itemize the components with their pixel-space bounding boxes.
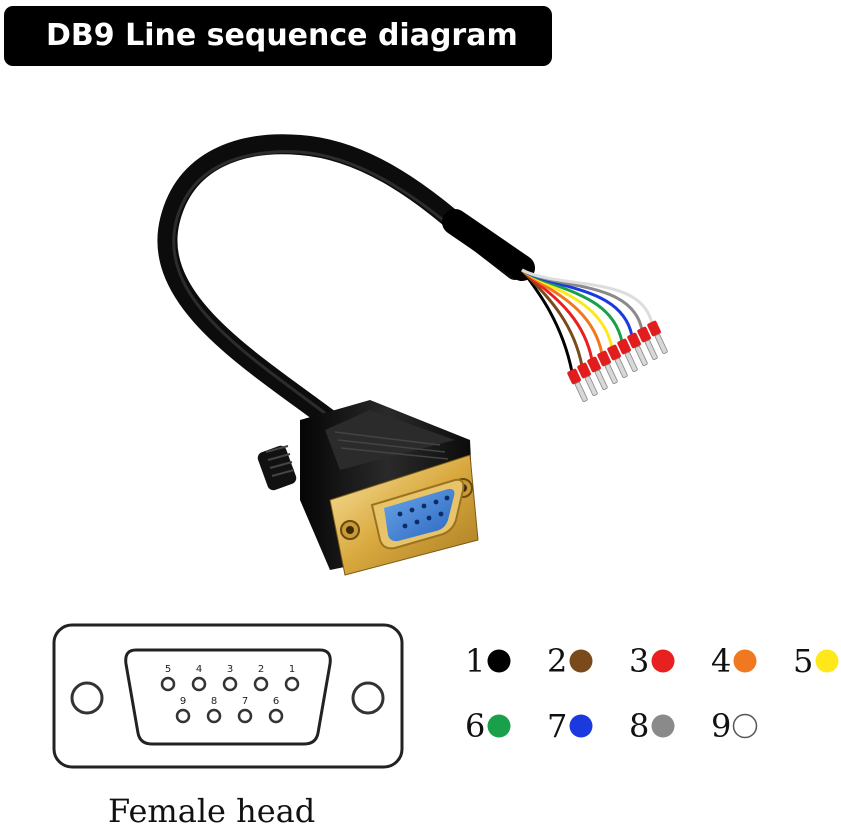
pin-row-top: 5 4 3 2 1 <box>160 664 300 692</box>
legend-number: 8 <box>629 707 649 745</box>
legend-item-9: 9 <box>711 707 758 745</box>
ferrule-sleeve <box>617 338 631 355</box>
legend-color-dot <box>732 713 758 739</box>
pin-hole-7 <box>237 708 253 724</box>
pin-number-2: 2 <box>258 664 264 675</box>
legend-color-dot <box>815 649 839 673</box>
pin-hole-5 <box>160 676 176 692</box>
legend-color-dot <box>487 714 511 738</box>
legend-number: 4 <box>711 642 731 680</box>
legend-item-6: 6 <box>465 707 511 745</box>
pin-number-3: 3 <box>227 664 233 675</box>
pin-number-9: 9 <box>180 696 186 707</box>
legend-number: 1 <box>465 642 485 680</box>
ferrule-sleeve <box>607 344 621 361</box>
legend-item-3: 3 <box>629 642 675 680</box>
legend-number: 9 <box>711 707 731 745</box>
legend-number: 5 <box>793 642 813 680</box>
pin-hole-8 <box>206 708 222 724</box>
legend-color-dot <box>569 649 593 673</box>
ferrule-pin <box>654 333 668 354</box>
ferrule-pin <box>584 375 598 396</box>
mount-hole-right <box>351 681 385 715</box>
ferrule-pin <box>634 345 648 366</box>
legend-number: 3 <box>629 642 649 680</box>
ferrule-pin <box>624 351 638 372</box>
heat-shrink <box>442 209 535 281</box>
ferrule-pin <box>644 339 658 360</box>
ferrule-sleeve <box>567 368 581 385</box>
legend-number: 6 <box>465 707 485 745</box>
legend-item-8: 8 <box>629 707 675 745</box>
legend-color-dot <box>651 714 675 738</box>
pin-hole-1 <box>284 676 300 692</box>
wire-ferrules <box>567 320 668 402</box>
legend-color-dot <box>733 649 757 673</box>
legend-color-dot <box>487 649 511 673</box>
db9-connector-body <box>257 400 479 576</box>
pin-hole-6 <box>268 708 284 724</box>
ferrule-pin <box>574 381 588 402</box>
wire-fan <box>520 268 654 373</box>
legend-number: 2 <box>547 642 567 680</box>
pin-number-6: 6 <box>273 696 279 707</box>
wire-color-legend: 1 2 3 4 5 6 7 8 9 <box>465 642 839 745</box>
pin-number-8: 8 <box>211 696 217 707</box>
ferrule-sleeve <box>587 356 601 373</box>
cable-highlight <box>172 150 468 416</box>
pin-row-bottom: 9 8 7 6 <box>175 696 284 724</box>
legend-color-dot <box>569 714 593 738</box>
female-head-schematic: 5 4 3 2 1 9 8 7 6 <box>52 623 404 769</box>
pin-hole-3 <box>222 676 238 692</box>
page-title: DB9 Line sequence diagram <box>46 18 518 53</box>
wire-pin-9 <box>521 268 654 325</box>
cable <box>157 134 525 430</box>
pin-hole-2 <box>253 676 269 692</box>
ferrule-sleeve <box>627 332 641 349</box>
mount-hole-left <box>70 681 104 715</box>
legend-number: 7 <box>547 707 567 745</box>
pin-number-5: 5 <box>165 664 171 675</box>
pin-number-4: 4 <box>196 664 202 675</box>
legend-item-2: 2 <box>547 642 593 680</box>
legend-item-4: 4 <box>711 642 757 680</box>
pin-hole-9 <box>175 708 191 724</box>
ferrule-pin <box>614 357 628 378</box>
ferrule-sleeve <box>647 320 661 337</box>
legend-color-dot <box>651 649 675 673</box>
legend-item-1: 1 <box>465 642 511 680</box>
pin-hole-4 <box>191 676 207 692</box>
pin-number-7: 7 <box>242 696 248 707</box>
legend-item-5: 5 <box>793 642 839 680</box>
ferrule-sleeve <box>597 350 611 367</box>
caption-female-head: Female head <box>108 792 316 830</box>
title-banner: DB9 Line sequence diagram <box>4 6 552 66</box>
legend-item-7: 7 <box>547 707 593 745</box>
ferrule-pin <box>604 363 618 384</box>
pin-number-1: 1 <box>289 664 295 675</box>
ferrule-pin <box>594 369 608 390</box>
ferrule-sleeve <box>637 326 651 343</box>
ferrule-sleeve <box>577 362 591 379</box>
